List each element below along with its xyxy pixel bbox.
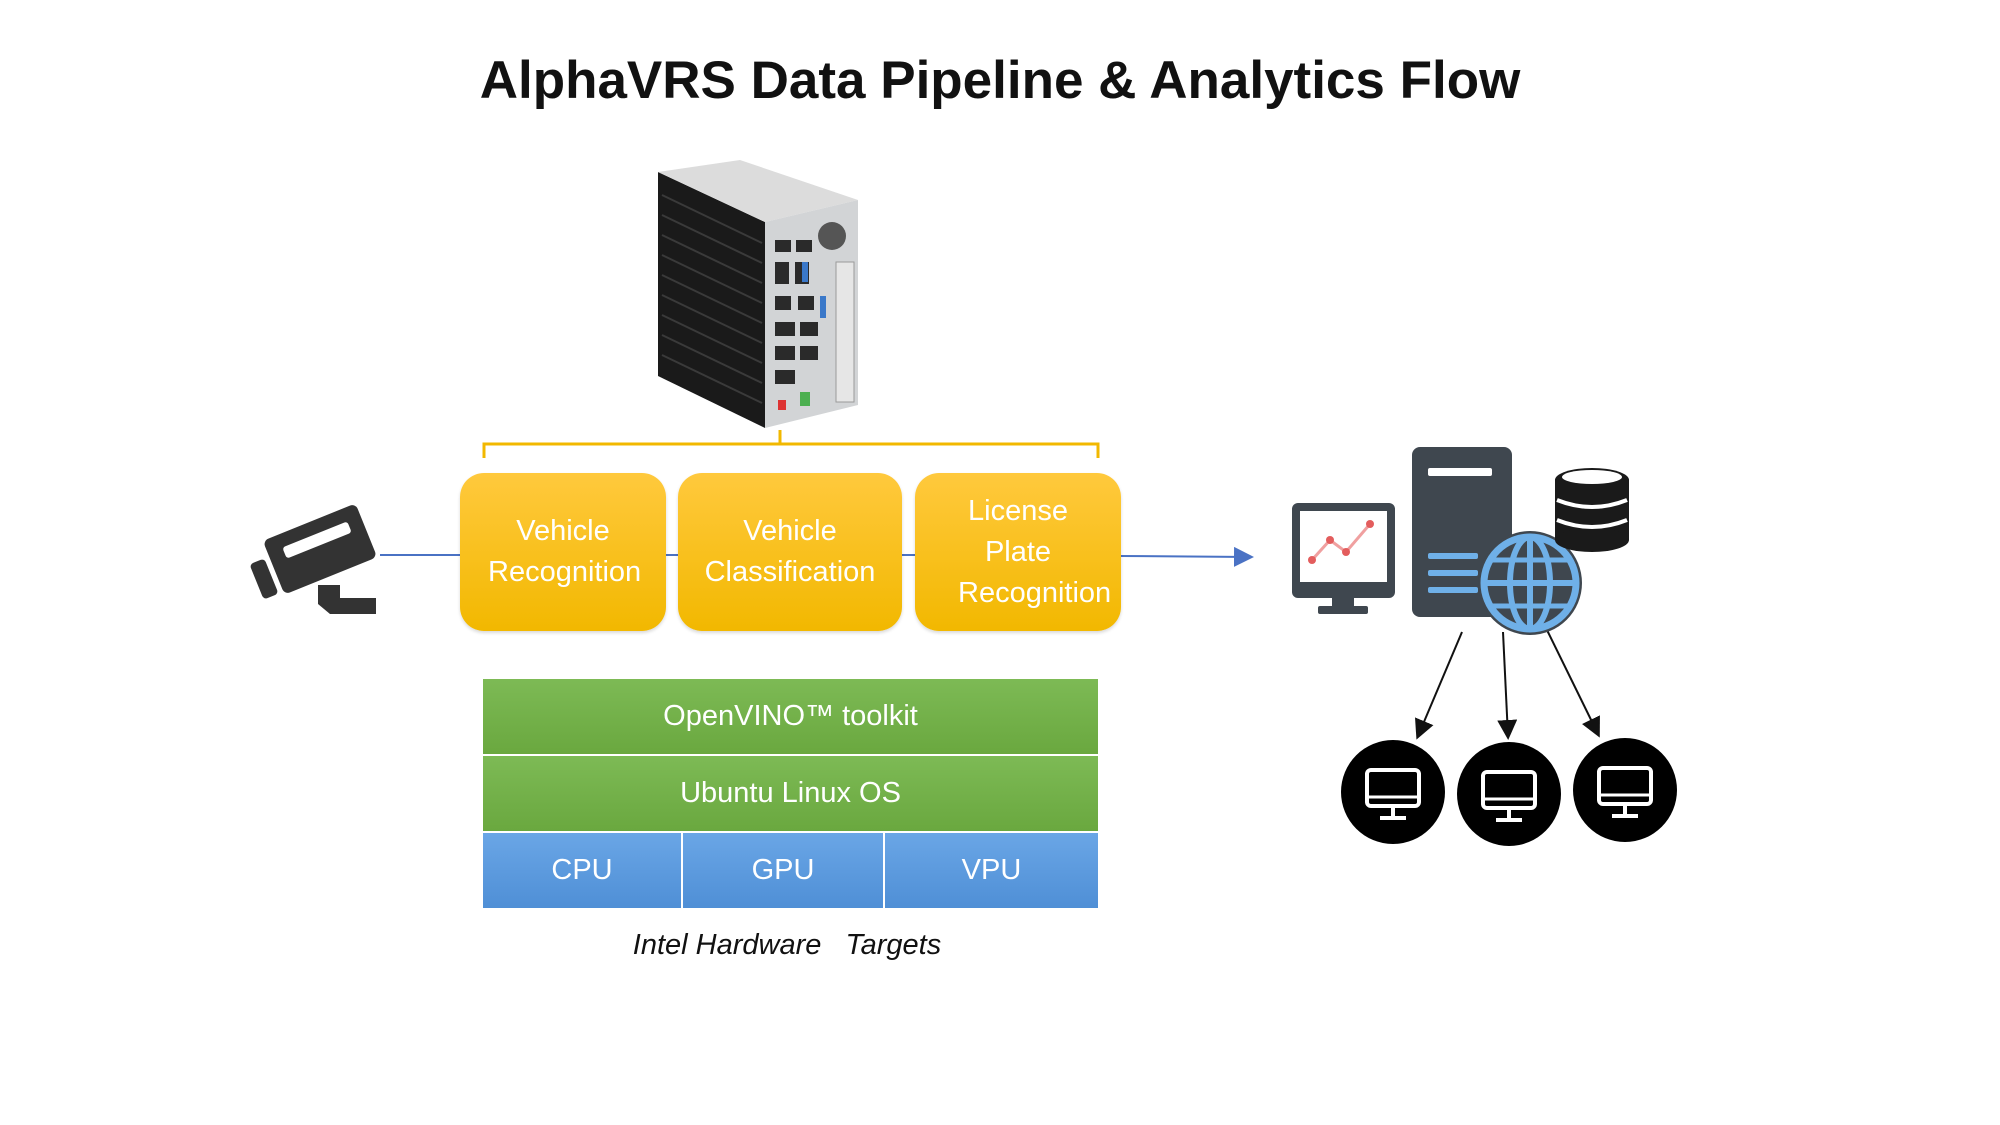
distribution-arrow-right: [1545, 627, 1600, 738]
stage-license-plate-recognition: License Plate Recognition: [915, 473, 1121, 631]
stack-ubuntu: Ubuntu Linux OS: [482, 755, 1099, 832]
stage-label: Vehicle Classification: [704, 515, 876, 588]
output-flow-arrow: [1119, 546, 1254, 567]
stage-label: License Plate Recognition: [958, 494, 1112, 609]
diagram-title: AlphaVRS Data Pipeline & Analytics Flow: [479, 51, 1521, 110]
stage-vehicle-classification: Vehicle Classification: [678, 473, 902, 631]
hardware-cpu: CPU: [482, 832, 682, 909]
stage-vehicle-recognition: Vehicle Recognition: [460, 473, 666, 631]
distribution-arrow-center: [1497, 631, 1518, 740]
hardware-gpu: GPU: [682, 832, 884, 909]
stack-openvino: OpenVINO™ toolkit: [482, 678, 1099, 755]
distribution-arrow-left: [1415, 631, 1463, 740]
hardware-caption: Intel Hardware Targets: [632, 929, 942, 961]
stage-label: Vehicle Recognition: [488, 515, 642, 588]
stages-bracket: [482, 430, 1100, 458]
hardware-vpu: VPU: [884, 832, 1099, 909]
